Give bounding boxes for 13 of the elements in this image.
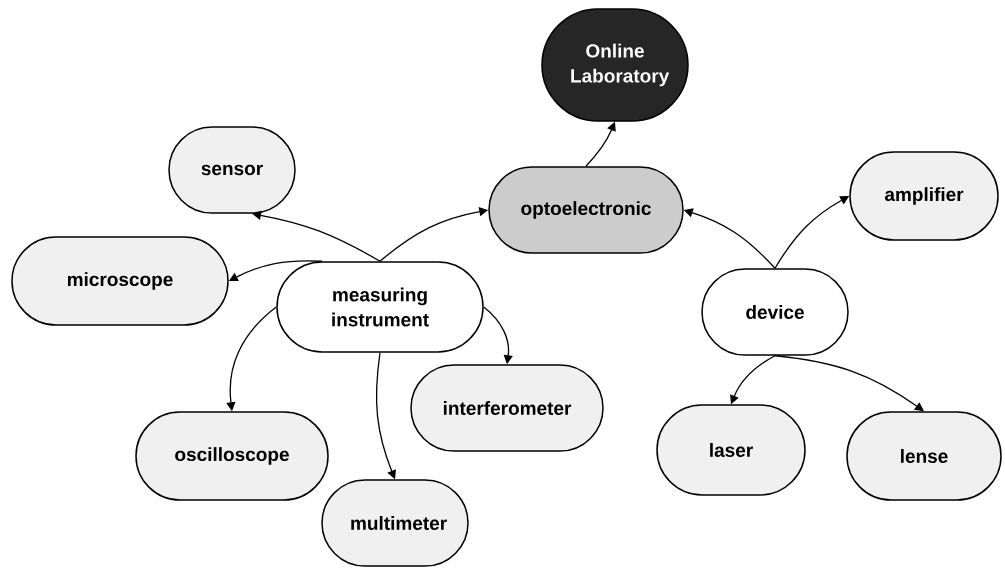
- concept-box: measuring instrument: [276, 261, 484, 353]
- concept-box: device: [701, 268, 849, 356]
- concept-box: lense: [846, 411, 1002, 501]
- concept-box: sensor: [168, 126, 296, 214]
- concept-box: laser: [656, 404, 806, 496]
- concept-box: microscope: [11, 236, 229, 326]
- arrow: [774, 355, 924, 412]
- concept-box: oscilloscope: [135, 411, 329, 501]
- concept-box: interferometer: [410, 364, 604, 452]
- concept-box: multimeter: [321, 479, 469, 567]
- concept-box: amplifier: [849, 151, 999, 241]
- concept-box: optoelectronic: [488, 166, 684, 254]
- root-box: Online Laboratory: [541, 8, 689, 122]
